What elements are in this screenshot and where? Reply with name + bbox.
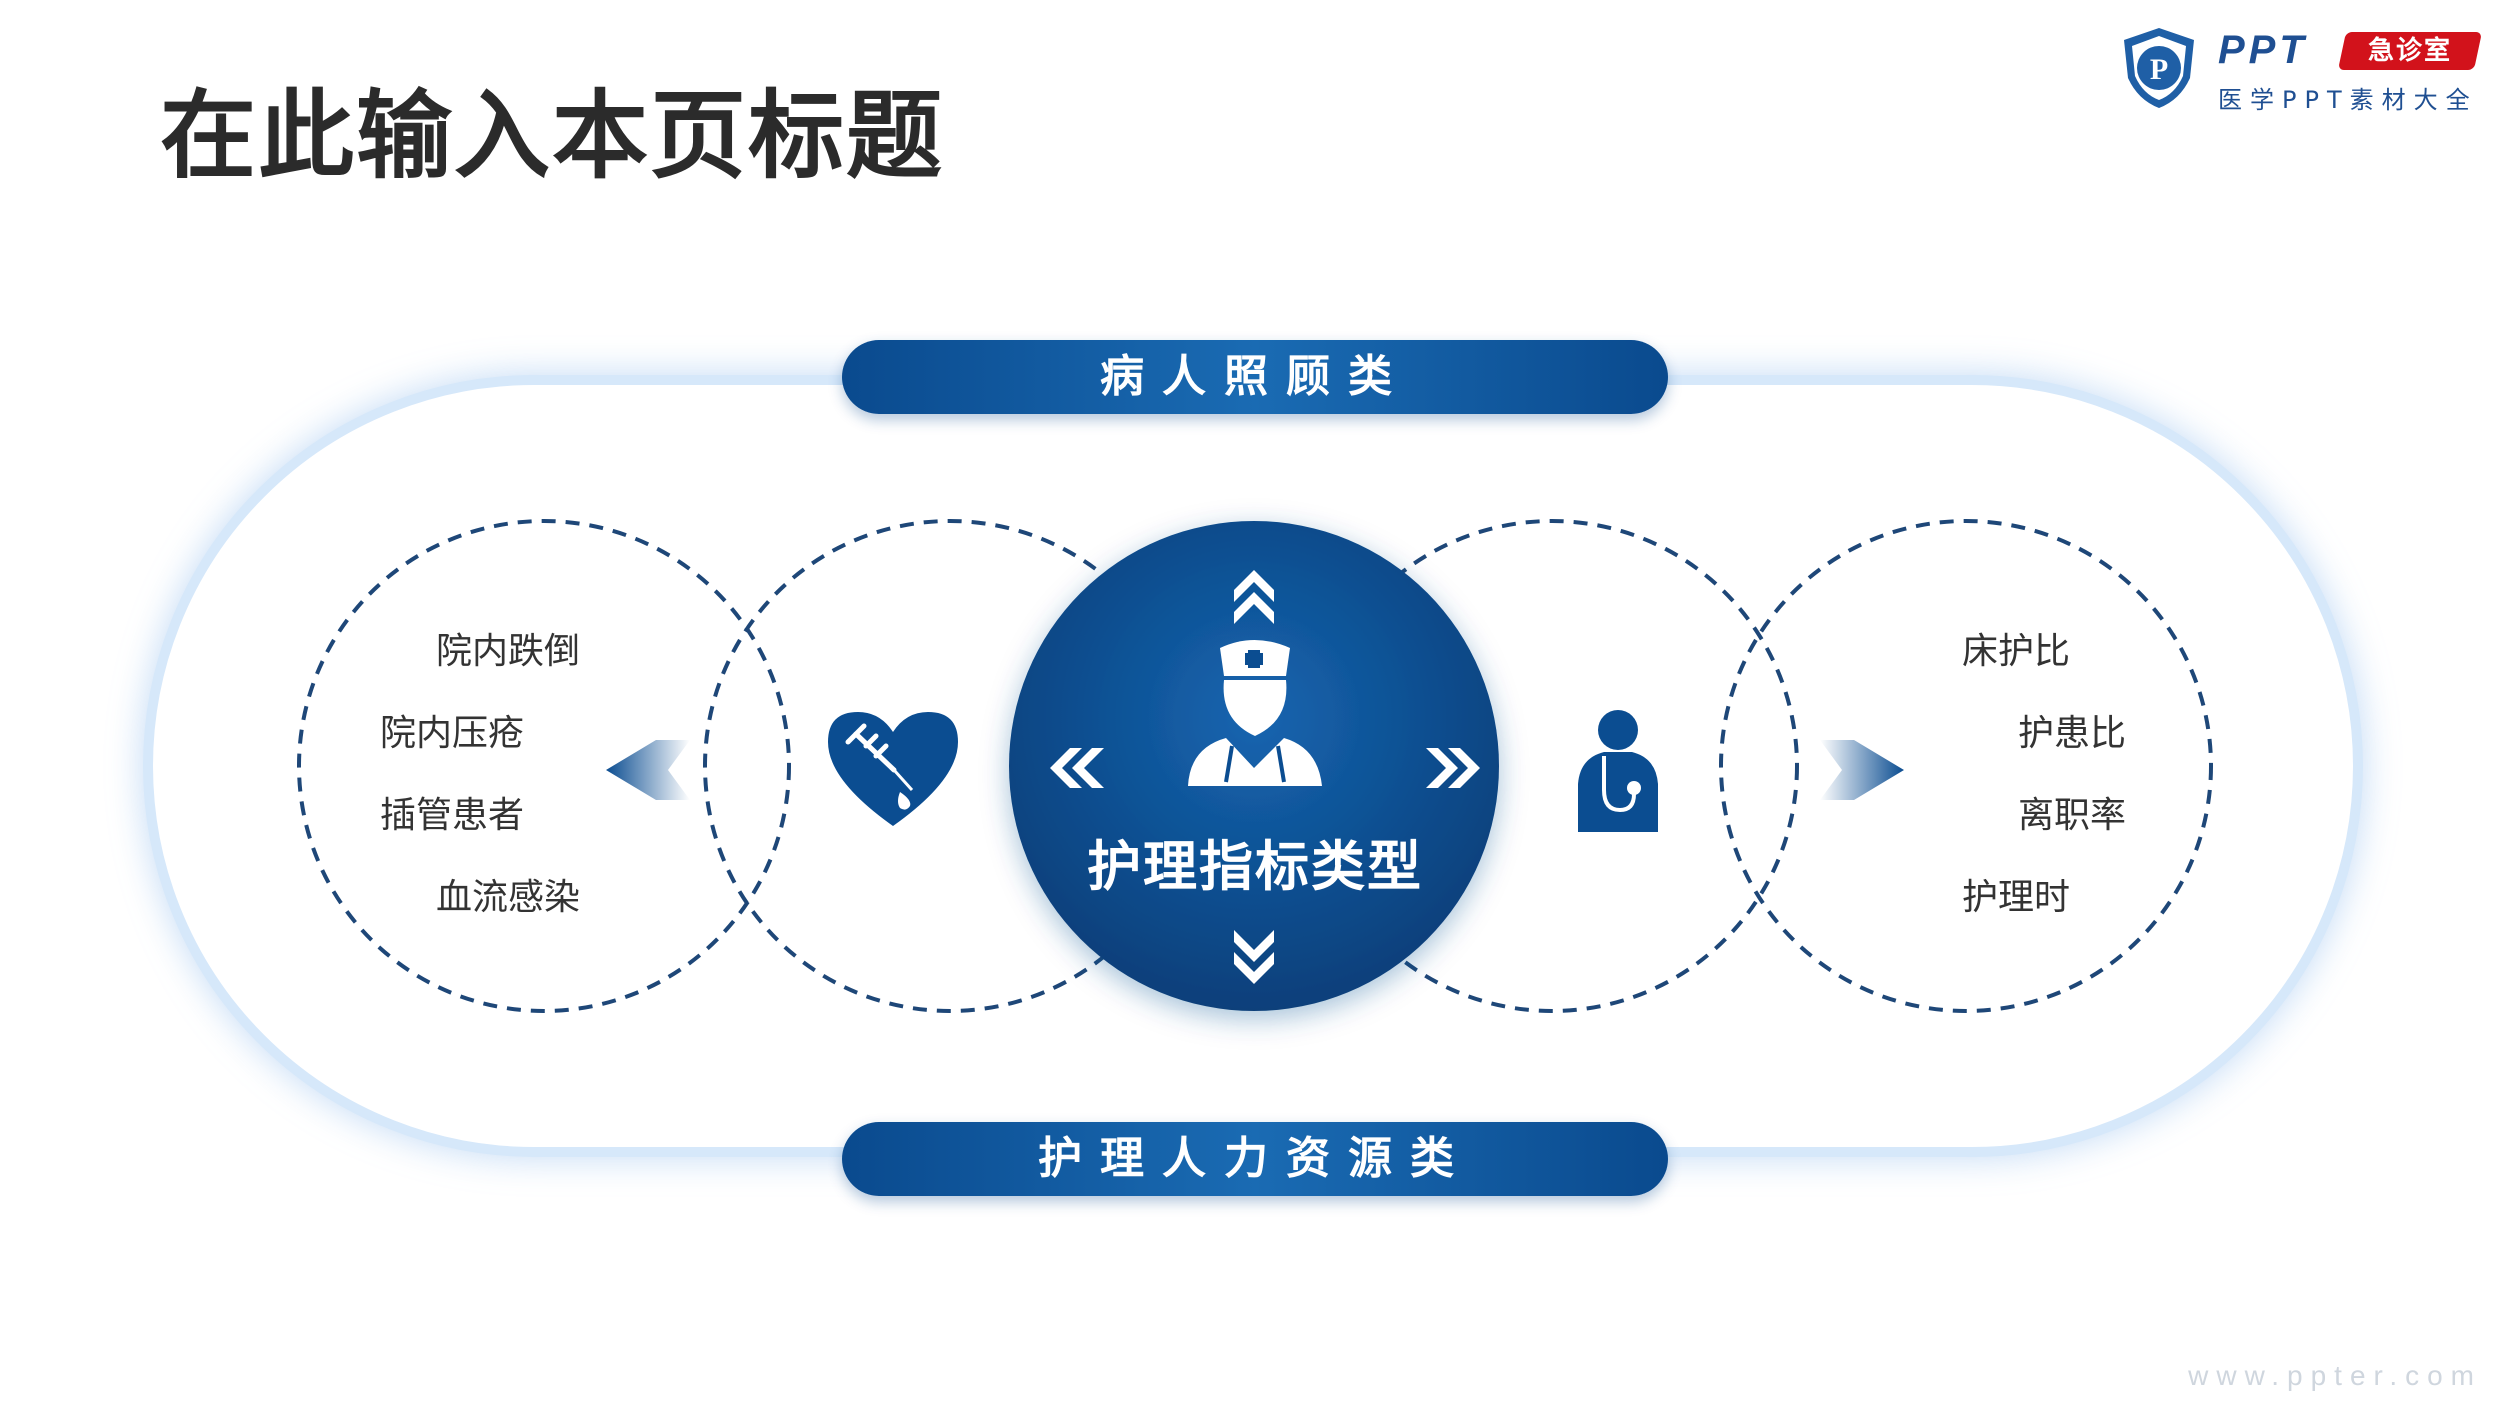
down-chevrons-icon — [1234, 930, 1274, 984]
shield-logo-icon: P — [2124, 28, 2194, 108]
dashed-circle-left-outer — [297, 519, 791, 1013]
dashed-circle-right-outer — [1719, 519, 2213, 1013]
left-chevrons-icon — [1050, 748, 1104, 788]
page-title: 在此输入本页标题 — [160, 80, 944, 192]
right-item-3: 离职率 — [2018, 795, 2127, 836]
left-item-3: 插管患者 — [380, 795, 525, 836]
right-item-4: 护理时 — [1962, 877, 2071, 918]
brand-logo: P PPT 急诊室 医学PPT素材大全 — [2120, 26, 2483, 116]
left-item-1: 院内跌倒 — [436, 631, 581, 672]
right-arrow-icon — [1820, 740, 1904, 800]
category-banner-human-resources: 护理人力资源类 — [842, 1122, 1668, 1196]
svg-text:P: P — [2150, 53, 2168, 86]
center-circle — [1009, 521, 1499, 1011]
heart-syringe-icon — [828, 712, 958, 826]
center-label: 护理指标类型 — [1087, 835, 1423, 898]
watermark: www.ppter.com — [2188, 1360, 2482, 1391]
doctor-stethoscope-icon — [1578, 710, 1658, 832]
right-item-1: 床护比 — [1962, 631, 2071, 672]
up-chevrons-icon — [1234, 570, 1274, 624]
left-item-2: 院内压疮 — [380, 713, 525, 754]
nurse-icon — [1188, 640, 1322, 786]
logo-brand-text: PPT — [2218, 28, 2308, 72]
category-banner-patient-care: 病人照顾类 — [842, 340, 1668, 414]
left-item-4: 血流感染 — [436, 877, 581, 918]
left-arrow-icon — [606, 740, 690, 800]
right-chevrons-icon — [1426, 748, 1480, 788]
logo-subtitle: 医学PPT素材大全 — [2218, 86, 2478, 114]
right-item-2: 护患比 — [2018, 713, 2127, 754]
